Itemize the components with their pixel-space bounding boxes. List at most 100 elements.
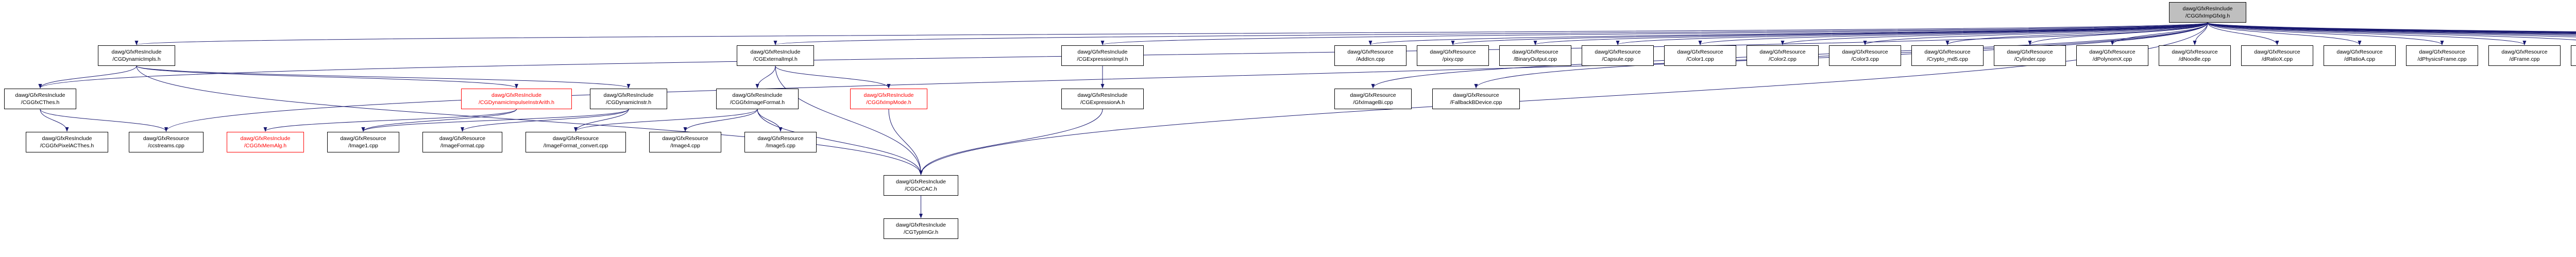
include-edge-n7-n17 <box>461 109 629 132</box>
node-label-line: /CGExpressionImpl.h <box>1077 56 1128 62</box>
node-label-line: dawg/GfxResource <box>1924 49 1971 55</box>
graph-node-n14[interactable]: dawg/GfxResource/ccstreams.cpp <box>129 132 204 152</box>
node-label-line: /FallbackBDevice.cpp <box>1450 99 1502 106</box>
include-edge-main-c22 <box>2207 22 2576 33</box>
graph-node-c8[interactable]: dawg/GfxResource/Crypto_md5.cpp <box>1911 45 1984 66</box>
graph-node-n22[interactable]: dawg/GfxResInclude/CGTypImGr.h <box>884 218 958 239</box>
node-label-line: /CGExpressionA.h <box>1080 99 1125 106</box>
include-edge-main-c21 <box>2207 22 2576 34</box>
node-label-line: dawg/GfxResInclude <box>111 49 162 55</box>
node-label-line: dawg/GfxResource <box>1350 92 1396 98</box>
node-label-line: dawg/GfxResInclude <box>732 92 783 98</box>
include-edge-main-n4 <box>1101 22 2208 45</box>
node-label-line: dawg/GfxResource <box>1759 49 1806 55</box>
graph-node-c1[interactable]: dawg/GfxResource/AddIcn.cpp <box>1334 45 1406 66</box>
graph-node-c11[interactable]: dawg/GfxResource/dNoodle.cpp <box>2159 45 2231 66</box>
include-edge-n6-n15 <box>263 109 517 132</box>
node-label-line: dawg/GfxResource <box>662 135 708 142</box>
graph-node-n18[interactable]: dawg/GfxResource/ImageFormat_convert.cpp <box>526 132 626 152</box>
graph-node-n16[interactable]: dawg/GfxResource/Image1.cpp <box>327 132 399 152</box>
node-label-line: /CGGfxImageFormat.h <box>730 99 785 106</box>
node-label-line: /CGExternalImpl.h <box>753 56 798 62</box>
graph-node-n6[interactable]: dawg/GfxResInclude/CGDynamicImpulseInstr… <box>461 89 572 109</box>
node-label-line: dawg/GfxResource <box>2571 48 2576 56</box>
node-label-line: /Image1.cpp <box>348 143 378 149</box>
graph-node-n9[interactable]: dawg/GfxResInclude/CGGfxImpMode.h <box>850 89 927 109</box>
node-label-line: dawg/GfxResource <box>1842 49 1888 55</box>
include-edge-n7-n16 <box>361 109 629 132</box>
include-edge-main-n14 <box>164 22 2208 132</box>
node-label-line: dawg/GfxResource <box>2419 49 2465 55</box>
include-edge-main-c17 <box>2207 22 2576 38</box>
graph-node-c10[interactable]: dawg/GfxResource/dPolynomX.cpp <box>2076 45 2148 66</box>
include-edge-n2-n7 <box>136 65 631 89</box>
node-label-line: dawg/GfxResource <box>1595 49 1641 55</box>
graph-node-n2[interactable]: dawg/GfxResInclude/CGDynamicImpls.h <box>98 45 175 66</box>
graph-node-n12[interactable]: dawg/GfxResource/FallbackBDevice.cpp <box>1432 89 1520 109</box>
graph-node-c2[interactable]: dawg/GfxResource/pixy.cpp <box>1417 45 1489 66</box>
node-label-line: /Cylinder.cpp <box>2014 56 2046 62</box>
graph-node-n8[interactable]: dawg/GfxResInclude/CGGfxImageFormat.h <box>716 89 799 109</box>
node-label-line: dawg/GfxResource <box>2501 49 2548 55</box>
graph-node-c7[interactable]: dawg/GfxResource/Color3.cpp <box>1829 45 1901 66</box>
include-edge-main-c3 <box>1533 22 2208 45</box>
graph-node-n17[interactable]: dawg/GfxResource/ImageFormat.cpp <box>422 132 502 152</box>
include-edge-main-c11 <box>2193 22 2208 45</box>
node-label-line: /CGGfxMemAlg.h <box>244 143 287 149</box>
include-edge-n5-n14 <box>40 109 168 132</box>
node-label-line: /dRatioX.cpp <box>2261 56 2293 62</box>
include-edge-main-c12 <box>2207 22 2279 45</box>
graph-node-n4[interactable]: dawg/GfxResInclude/CGExpressionImpl.h <box>1061 45 1144 66</box>
include-edge-main-c5 <box>1698 22 2208 45</box>
node-label-line: /CGCxCAC.h <box>905 186 937 192</box>
node-label-line: dawg/GfxResource <box>2254 49 2300 55</box>
include-edge-main-c10 <box>2110 22 2208 45</box>
node-label-line: dawg/GfxResource <box>439 135 486 142</box>
node-label-line: /Quat.cpp <box>2571 56 2576 63</box>
graph-node-n20[interactable]: dawg/GfxResource/Image5.cpp <box>744 132 817 152</box>
graph-node-n3[interactable]: dawg/GfxResInclude/CGExternalImpl.h <box>737 45 814 66</box>
graph-node-c4[interactable]: dawg/GfxResource/Capsule.cpp <box>1582 45 1654 66</box>
node-label-line: dawg/GfxResource <box>2172 49 2218 55</box>
include-edge-n2-n5 <box>38 65 137 89</box>
node-label-line: /Crypto_md5.cpp <box>1927 56 1968 62</box>
graph-node-n15[interactable]: dawg/GfxResInclude/CGGfxMemAlg.h <box>227 132 304 152</box>
graph-node-c13[interactable]: dawg/GfxResource/dRatioA.cpp <box>2324 45 2396 66</box>
include-edge-n3-n9 <box>775 65 891 89</box>
graph-node-c16[interactable]: dawg/GfxResource/Quat.cpp <box>2571 45 2576 66</box>
graph-node-n21[interactable]: dawg/GfxResInclude/CGCxCAC.h <box>884 175 958 196</box>
include-edge-main-n2 <box>135 22 2208 45</box>
node-label-line: /CGDynamicImpls.h <box>112 56 161 62</box>
node-label-line: dawg/GfxResource <box>2007 49 2053 55</box>
node-label-line: /Image4.cpp <box>670 143 700 149</box>
graph-node-c3[interactable]: dawg/GfxResource/BinaryOutput.cpp <box>1499 45 1571 66</box>
graph-node-n7[interactable]: dawg/GfxResInclude/CGDynamicInstr.h <box>590 89 667 109</box>
include-edge-main-c18 <box>2207 22 2576 36</box>
node-label-line: /CGGfxPixelACThes.h <box>40 143 94 149</box>
include-edge-main-c20 <box>2207 22 2576 35</box>
graph-node-c9[interactable]: dawg/GfxResource/Cylinder.cpp <box>1994 45 2066 66</box>
graph-node-n10[interactable]: dawg/GfxResInclude/CGExpressionA.h <box>1061 89 1144 109</box>
include-edge-n8-n20 <box>757 109 783 132</box>
graph-node-n5[interactable]: dawg/GfxResInclude/CGGfxCThes.h <box>4 89 76 109</box>
node-label-line: /dRatioA.cpp <box>2344 56 2376 62</box>
node-label-line: /dPhysicsFrame.cpp <box>2417 56 2467 62</box>
node-label-line: dawg/GfxResInclude <box>896 222 946 228</box>
node-label-line: /CGGfxCThes.h <box>21 99 60 106</box>
graph-node-n13[interactable]: dawg/GfxResInclude/CGGfxPixelACThes.h <box>26 132 108 152</box>
graph-node-c5[interactable]: dawg/GfxResource/Color1.cpp <box>1664 45 1736 66</box>
graph-node-c6[interactable]: dawg/GfxResource/Color2.cpp <box>1747 45 1819 66</box>
include-edge-main-c7 <box>1863 22 2208 45</box>
graph-node-n11[interactable]: dawg/GfxResource/GfxImageBi.cpp <box>1334 89 1412 109</box>
node-label-line: dawg/GfxResInclude <box>15 92 65 98</box>
include-edge-n3-n21 <box>775 65 923 175</box>
node-label-line: /Capsule.cpp <box>1602 56 1634 62</box>
graph-node-c14[interactable]: dawg/GfxResource/dPhysicsFrame.cpp <box>2406 45 2478 66</box>
node-label-line: /AddIcn.cpp <box>1356 56 1385 62</box>
graph-node-c15[interactable]: dawg/GfxResource/dFrame.cpp <box>2488 45 2561 66</box>
graph-node-n19[interactable]: dawg/GfxResource/Image4.cpp <box>649 132 721 152</box>
node-label-line: /Image5.cpp <box>766 143 795 149</box>
graph-node-c12[interactable]: dawg/GfxResource/dRatioX.cpp <box>2241 45 2313 66</box>
graph-node-main[interactable]: dawg/GfxResInclude/CGGfxImpGfxIg.h <box>2169 2 2246 23</box>
